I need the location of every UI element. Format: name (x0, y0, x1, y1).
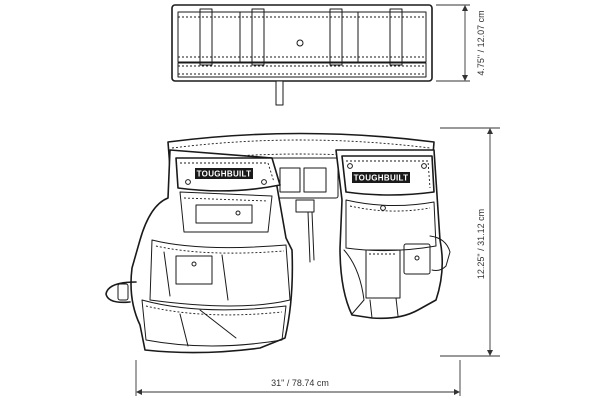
left-brand-plate (195, 168, 253, 179)
belt-tab (275, 80, 284, 106)
belt-top-view (171, 4, 433, 106)
belt-height-dimension: 4.75" / 12.07 cm (436, 4, 486, 82)
right-brand-plate (352, 172, 410, 183)
width-label: 31" / 78.74 cm (271, 378, 329, 388)
hammer-loop (105, 281, 137, 304)
tool-belt-front-view: TOUGHBUILT TOUGHBUILT (105, 132, 451, 354)
pouch-height-label: 12.25" / 31.12 cm (476, 209, 486, 279)
right-brand-label: TOUGHBUILT (354, 174, 409, 183)
belt-height-label: 4.75" / 12.07 cm (476, 10, 486, 75)
left-brand-label: TOUGHBUILT (197, 170, 252, 179)
belt-rivet-icon (296, 39, 304, 47)
width-dimension: 31" / 78.74 cm (135, 360, 461, 396)
pouch-height-dimension: 12.25" / 31.12 cm (440, 127, 500, 357)
